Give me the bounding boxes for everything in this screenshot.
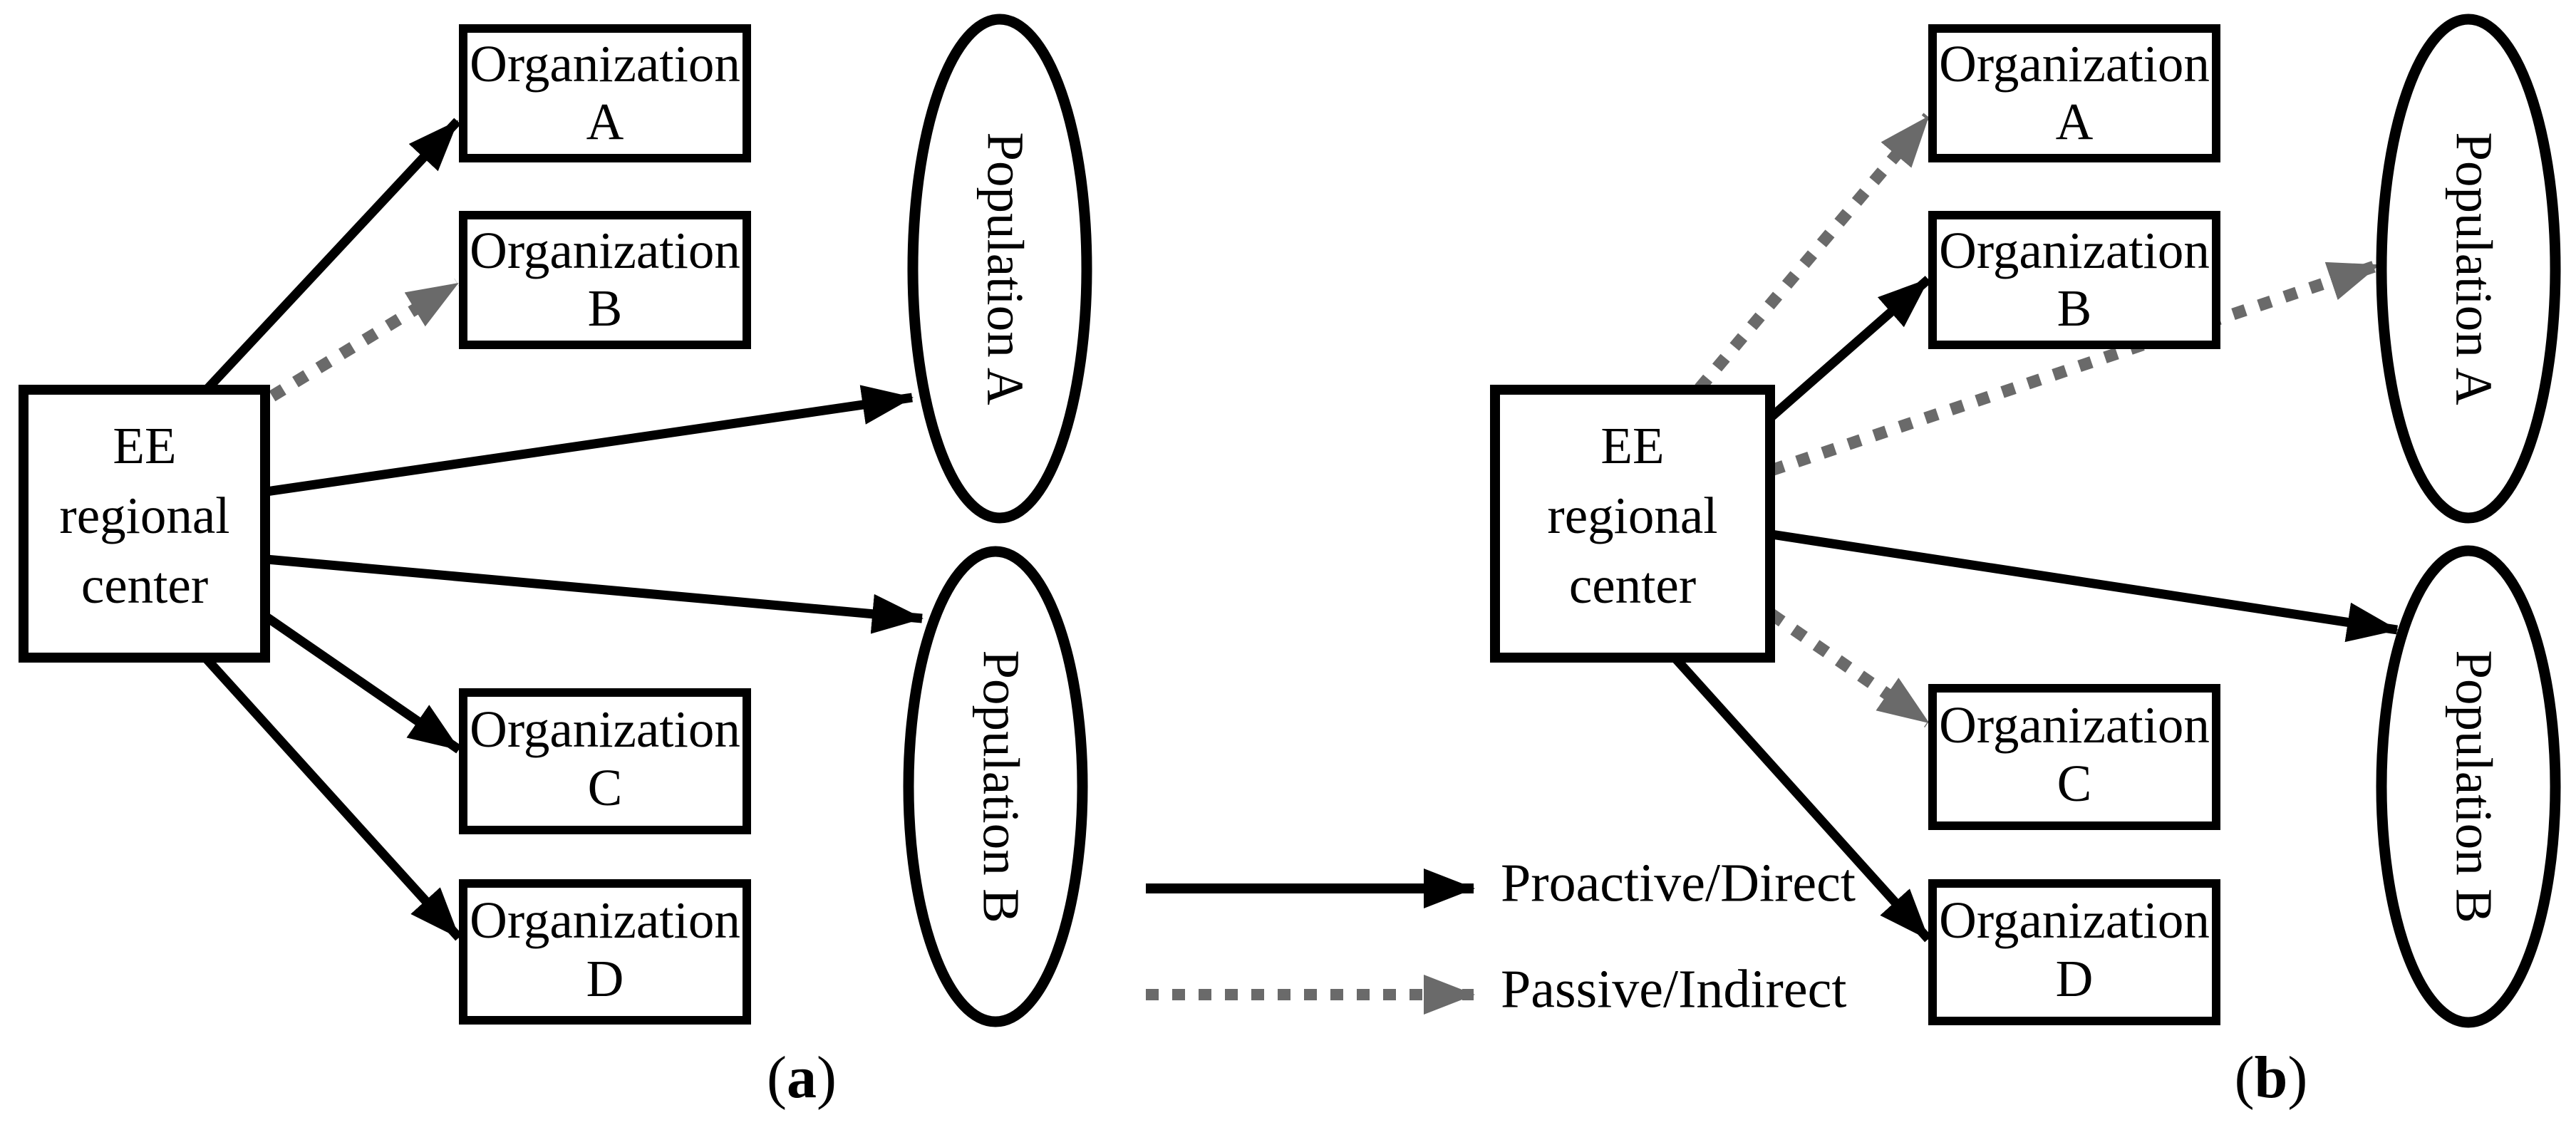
legend-proactive-label: Proactive/Direct — [1501, 853, 1856, 913]
arrow-a-ee-to-org-b-passive — [269, 278, 461, 402]
org-a-label-line1: Organization — [470, 35, 740, 93]
org-c-label-line2: C — [588, 759, 623, 816]
population-a-ellipse-panel-a — [907, 14, 1092, 524]
population-b-ellipse-panel-a — [903, 546, 1088, 1027]
panel-b: EE regional center Organization A Organi… — [1490, 14, 2561, 1111]
org-a-b-label-line1: Organization — [1939, 35, 2210, 93]
population-a-b-label: Population A — [2445, 132, 2503, 405]
org-b-b-label-line1: Organization — [1939, 222, 2210, 279]
arrow-b-ee-to-org-a-passive — [1695, 113, 1933, 393]
legend-passive-label: Passive/Indirect — [1501, 959, 1846, 1019]
org-c-box-panel-a — [459, 688, 751, 834]
ee-regional-center-box-b — [1490, 385, 1775, 663]
panel-a: EE regional center Organization A Organi… — [19, 14, 1092, 1111]
ee-regional-center-box-a — [19, 385, 270, 663]
arrow-b-ee-to-pop-b-proactive — [1771, 529, 2399, 643]
population-b-label: Population B — [972, 650, 1030, 923]
org-d-label-line2: D — [586, 950, 624, 1007]
ee-center-label-line1: EE — [113, 417, 176, 475]
panel-b-label: (b) — [2235, 1044, 2308, 1111]
arrow-a-ee-to-pop-b-proactive — [266, 554, 924, 634]
ee-center-b-label-line3: center — [1569, 556, 1696, 614]
org-c-label-line1: Organization — [470, 700, 740, 758]
org-b-box-panel-b — [1928, 211, 2220, 349]
org-b-label-line1: Organization — [470, 222, 740, 279]
panel-a-letter: a — [787, 1044, 817, 1111]
arrow-b-ee-to-org-b-proactive — [1768, 276, 1932, 420]
arrow-b-ee-to-org-d-proactive — [1672, 655, 1932, 943]
arrow-a-ee-to-org-c-proactive — [264, 613, 462, 754]
ee-center-label-line3: center — [81, 556, 208, 614]
panel-a-paren-open: ( — [767, 1044, 787, 1111]
org-b-box-panel-a — [459, 211, 751, 349]
ee-center-label-line2: regional — [59, 487, 229, 544]
population-b-b-label: Population B — [2445, 650, 2503, 923]
panel-b-letter: b — [2255, 1044, 2288, 1111]
population-b-ellipse-panel-b — [2376, 545, 2561, 1028]
org-a-b-label-line2: A — [2056, 93, 2094, 150]
org-a-box-panel-a — [459, 24, 751, 162]
ee-center-b-label-line1: EE — [1600, 417, 1664, 475]
org-c-box-panel-b — [1928, 684, 2220, 830]
panel-b-paren-open: ( — [2235, 1044, 2255, 1111]
arrow-a-ee-to-org-d-proactive — [203, 655, 462, 941]
panel-b-paren-close: ) — [2287, 1044, 2307, 1111]
population-a-label: Population A — [976, 132, 1034, 405]
ee-center-b-label-line2: regional — [1547, 487, 1717, 544]
legend: Proactive/Direct Passive/Indirect — [1146, 853, 1856, 1019]
org-d-label-line1: Organization — [470, 891, 740, 949]
population-a-ellipse-panel-b — [2376, 14, 2561, 524]
panel-a-label: (a) — [767, 1044, 837, 1111]
org-b-label-line2: B — [588, 279, 623, 337]
org-a-box-panel-b — [1928, 24, 2220, 162]
panel-a-paren-close: ) — [817, 1044, 837, 1111]
org-c-b-label-line1: Organization — [1939, 696, 2210, 754]
org-d-b-label-line2: D — [2056, 950, 2094, 1007]
org-c-b-label-line2: C — [2057, 755, 2092, 812]
arrow-b-ee-to-org-c-passive — [1768, 609, 1932, 727]
org-d-box-panel-b — [1928, 879, 2220, 1025]
arrow-a-ee-to-pop-a-proactive — [266, 385, 914, 497]
org-b-b-label-line2: B — [2057, 279, 2092, 337]
org-d-b-label-line1: Organization — [1939, 891, 2210, 949]
org-a-label-line2: A — [586, 93, 624, 150]
arrow-a-ee-to-org-a-proactive — [202, 118, 461, 395]
org-d-box-panel-a — [459, 879, 751, 1025]
